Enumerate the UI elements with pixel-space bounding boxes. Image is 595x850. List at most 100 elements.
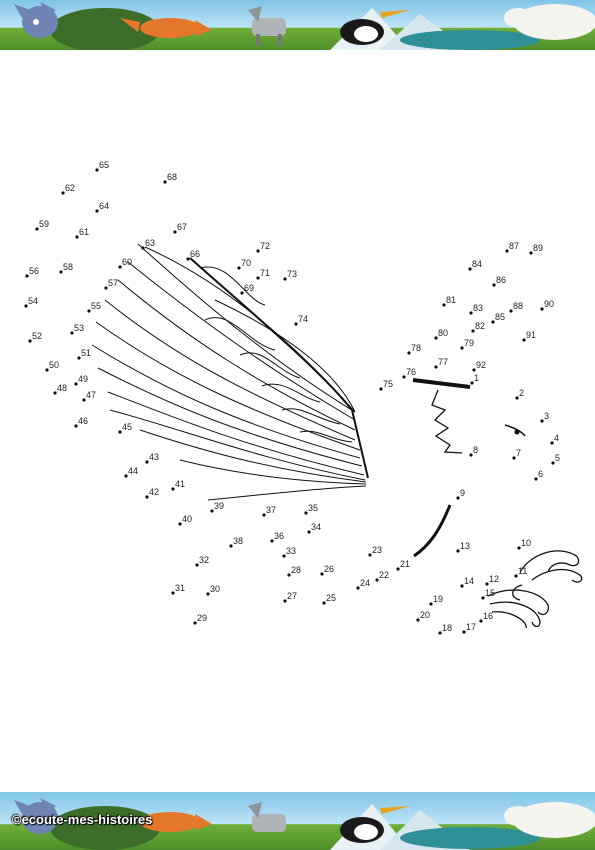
polar-bear-icon	[504, 802, 595, 838]
wing-edge	[189, 257, 369, 479]
dot-47: 47	[82, 390, 96, 402]
dot-number: 75	[383, 379, 393, 389]
dot-marker	[193, 621, 197, 625]
dot-number: 4	[554, 433, 559, 443]
dot-number: 92	[476, 360, 486, 370]
dot-number: 66	[190, 249, 200, 259]
dot-41: 41	[171, 479, 185, 491]
dot-number: 35	[308, 503, 318, 513]
dot-number: 28	[291, 565, 301, 575]
dot-number: 29	[197, 613, 207, 623]
dot-80: 80	[434, 328, 448, 340]
dot-91: 91	[522, 330, 536, 342]
dot-marker	[534, 477, 538, 481]
dot-number: 91	[526, 330, 536, 340]
dot-marker	[522, 338, 526, 342]
dot-37: 37	[262, 505, 276, 517]
dot-marker	[124, 474, 128, 478]
penguin-icon	[340, 806, 410, 843]
dot-number: 10	[521, 538, 531, 548]
dot-marker	[472, 368, 476, 372]
dot-number: 71	[260, 268, 270, 278]
dot-marker	[104, 286, 108, 290]
dot-number: 80	[438, 328, 448, 338]
dot-marker	[438, 631, 442, 635]
dot-53: 53	[70, 323, 84, 335]
dot-number: 79	[464, 338, 474, 348]
dot-number: 41	[175, 479, 185, 489]
dot-number: 23	[372, 545, 382, 555]
dot-34: 34	[307, 522, 321, 534]
dot-50: 50	[45, 360, 59, 372]
dot-4: 4	[550, 433, 559, 445]
dot-marker	[460, 584, 464, 588]
dot-number: 30	[210, 584, 220, 594]
dot-marker	[282, 554, 286, 558]
dot-82: 82	[471, 321, 485, 333]
dots-layer: 1234567891011121314151617181920212223242…	[24, 160, 560, 635]
dot-marker	[74, 382, 78, 386]
dot-number: 89	[533, 243, 543, 253]
dot-76: 76	[402, 367, 416, 379]
dot-marker	[87, 309, 91, 313]
dot-28: 28	[287, 565, 301, 577]
dot-77: 77	[434, 357, 448, 369]
dot-39: 39	[210, 501, 224, 513]
dot-number: 65	[99, 160, 109, 170]
donkey-icon	[14, 798, 58, 834]
dot-marker	[178, 522, 182, 526]
dot-number: 51	[81, 348, 91, 358]
dot-number: 86	[496, 275, 506, 285]
dot-59: 59	[35, 219, 49, 231]
dot-number: 42	[149, 487, 159, 497]
dot-number: 63	[145, 238, 155, 248]
dot-63: 63	[141, 238, 155, 250]
dot-61: 61	[75, 227, 89, 239]
dot-number: 21	[400, 559, 410, 569]
dot-57: 57	[104, 278, 118, 290]
dot-number: 45	[122, 422, 132, 432]
dot-marker	[375, 578, 379, 582]
bottom-banner	[0, 792, 595, 850]
dot-51: 51	[77, 348, 91, 360]
dot-marker	[59, 270, 63, 274]
dot-number: 37	[266, 505, 276, 515]
dot-marker	[35, 227, 39, 231]
dot-marker	[512, 456, 516, 460]
dot-number: 33	[286, 546, 296, 556]
dot-15: 15	[481, 588, 495, 600]
dot-33: 33	[282, 546, 296, 558]
dot-number: 53	[74, 323, 84, 333]
dot-90: 90	[540, 299, 554, 311]
dot-number: 46	[78, 416, 88, 426]
dot-60: 60	[118, 257, 132, 269]
dot-65: 65	[95, 160, 109, 172]
dot-number: 34	[311, 522, 321, 532]
dot-19: 19	[429, 594, 443, 606]
dot-number: 58	[63, 262, 73, 272]
dot-marker	[237, 266, 241, 270]
dot-marker	[529, 251, 533, 255]
dot-number: 25	[326, 593, 336, 603]
dot-number: 48	[57, 383, 67, 393]
dot-marker	[145, 460, 149, 464]
dot-26: 26	[320, 564, 334, 576]
dot-marker	[270, 539, 274, 543]
dot-number: 22	[379, 570, 389, 580]
dot-68: 68	[163, 172, 177, 184]
dot-81: 81	[442, 295, 456, 307]
dot-number: 38	[233, 536, 243, 546]
dot-85: 85	[491, 312, 505, 324]
dot-69: 69	[240, 283, 254, 295]
dot-number: 18	[442, 623, 452, 633]
talons-drawing	[487, 550, 583, 629]
dot-number: 47	[86, 390, 96, 400]
dot-32: 32	[195, 555, 209, 567]
dot-number: 15	[485, 588, 495, 598]
dot-number: 5	[555, 453, 560, 463]
dot-marker	[141, 246, 145, 250]
dot-marker	[368, 553, 372, 557]
dot-55: 55	[87, 301, 101, 313]
dot-marker	[322, 601, 326, 605]
dot-38: 38	[229, 536, 243, 548]
